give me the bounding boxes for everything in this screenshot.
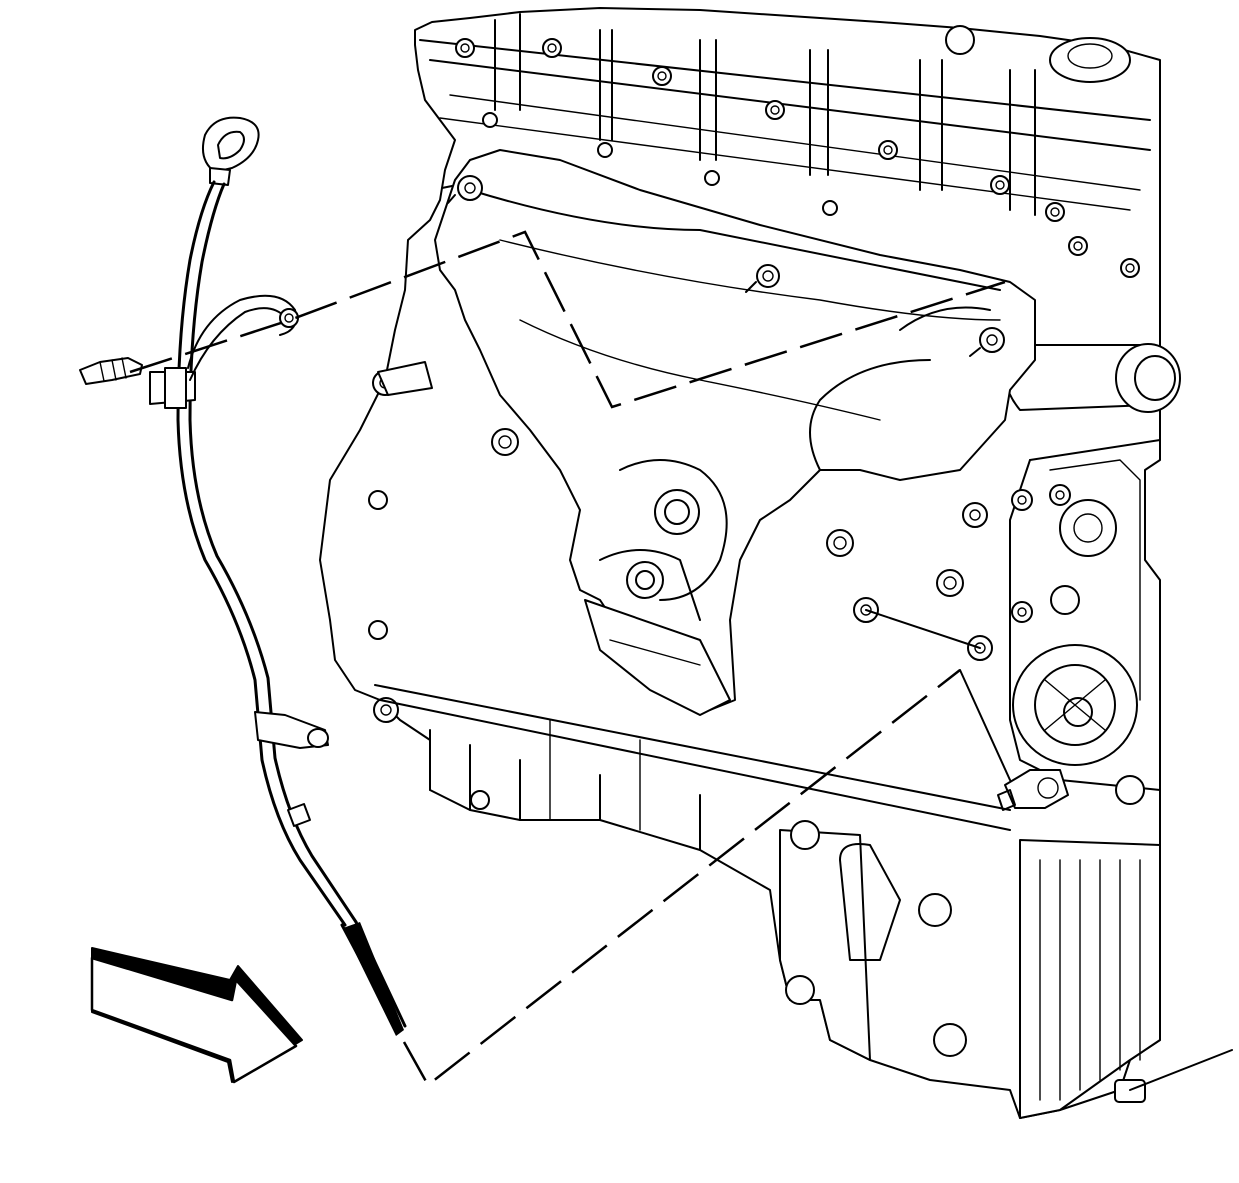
oil-pressure-sensor [997,769,1069,811]
engine-block [319,7,1233,1119]
valve-cover-bolts [455,38,1140,278]
exhaust-manifold-icon [434,149,1036,711]
tube-bracket-lower [254,711,329,749]
water-pump-pulley [1012,644,1138,766]
oil-level-indicator-tube [79,116,407,1036]
callout-tube-to-manifold-stud [129,230,1006,409]
dipstick-handle [202,116,260,186]
callout-lines [129,230,1006,1087]
valve-cover-ribs [494,13,1036,216]
oil-pan [374,684,1161,1119]
oil-pan-icon [779,829,871,1061]
manifold-studs [441,175,1005,357]
callout-tube-end-to-block-bore [402,669,961,1087]
block-bosses [368,361,993,723]
front-direction-arrow [90,947,303,1084]
tube-bracket-upper [149,294,297,409]
coolant-outlet [1003,343,1181,413]
oil-fill-cap [945,25,1131,83]
ring-handle-icon [202,116,260,173]
exhaust-manifold [434,149,1036,716]
